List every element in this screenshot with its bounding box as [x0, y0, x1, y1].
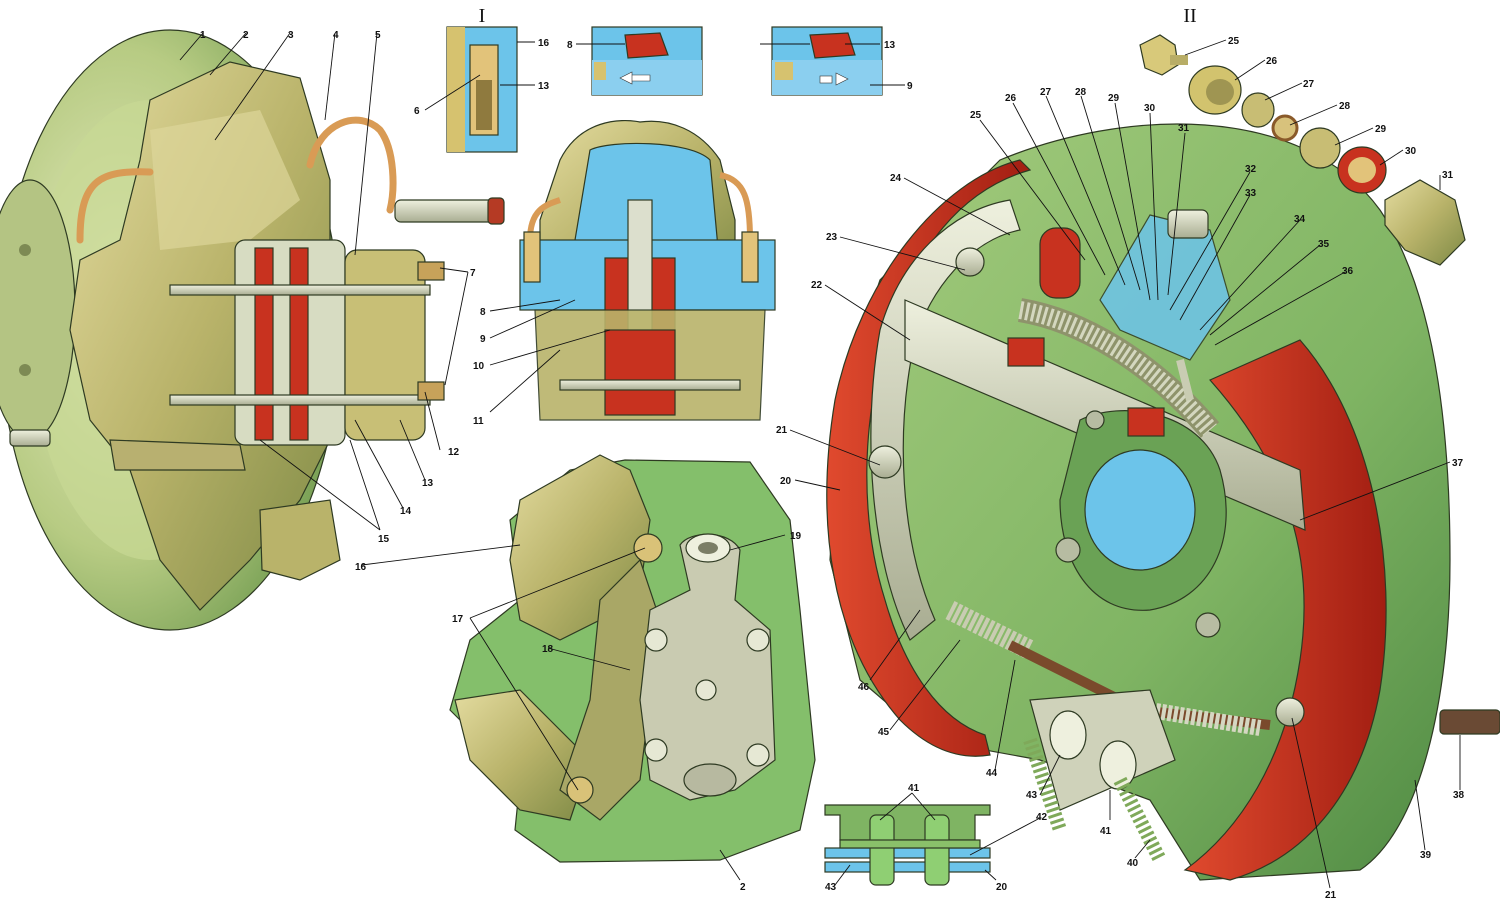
exploded-adjuster-parts: [1139, 34, 1466, 266]
hold-down-21a: [868, 445, 902, 479]
callout-label: 17: [452, 614, 464, 625]
drum-brake-assembly: [826, 123, 1500, 881]
caliper-cross-section: [519, 120, 776, 421]
callout-label: 37: [1452, 458, 1464, 469]
callout-label: 25: [970, 110, 982, 121]
steering-knuckle: [639, 533, 776, 801]
callout-label: 16: [538, 38, 550, 49]
callout-label: 8: [480, 307, 486, 318]
cable-end: [1439, 709, 1500, 735]
brake-pad-right: [289, 247, 309, 441]
hub-opening: [1084, 449, 1196, 571]
callout-label: 12: [448, 447, 460, 458]
callout-label: 44: [986, 768, 998, 779]
caliper-bracket-view: [449, 454, 816, 863]
brake-pipe: [76, 116, 397, 244]
view-title-view-2: II: [1183, 5, 1196, 27]
callout-label: 40: [1127, 858, 1139, 869]
callout-label: 41: [1100, 826, 1112, 837]
callout-label: 22: [811, 280, 823, 291]
callout-label: 24: [890, 173, 902, 184]
callout-label: 32: [1245, 164, 1257, 175]
callout-label: 13: [422, 478, 434, 489]
callout-label: 23: [826, 232, 838, 243]
callout-label: 10: [473, 361, 485, 372]
callout-label: 4: [333, 30, 339, 41]
callout-label: 35: [1318, 239, 1330, 250]
callout-label: 13: [884, 40, 896, 51]
callout-label: 21: [1325, 890, 1337, 901]
callout-label: 2: [243, 30, 249, 41]
callout-label: 30: [1405, 146, 1417, 157]
callout-label: 31: [1178, 123, 1190, 134]
callout-label: 36: [1342, 266, 1354, 277]
callout-label: 8: [567, 40, 573, 51]
callout-label: 38: [1453, 790, 1465, 801]
inset-1-boxes: [446, 26, 883, 153]
callout-label: 26: [1266, 56, 1278, 67]
callout-label: 31: [1442, 170, 1454, 181]
callout-label: 45: [878, 727, 890, 738]
callout-label: 7: [470, 268, 476, 279]
callout-label: 27: [1303, 79, 1315, 90]
callout-label: 9: [907, 81, 913, 92]
disc-brake-assembly: [0, 29, 505, 631]
callout-labels: 1 2 3 4 5 7 12 13 14 15 16 16 13 6 8 13 …: [200, 30, 1465, 901]
callout-label: 16: [355, 562, 367, 573]
callout-label: 20: [780, 476, 792, 487]
callout-label: 1: [200, 30, 206, 41]
callout-label: 25: [1228, 36, 1240, 47]
callout-label: 29: [1108, 93, 1120, 104]
callout-label: 14: [400, 506, 412, 517]
callout-label: 3: [288, 30, 294, 41]
callout-label: 28: [1075, 87, 1087, 98]
callout-label: 46: [858, 682, 870, 693]
callout-label: 43: [1026, 790, 1038, 801]
callout-label: 42: [1036, 812, 1048, 823]
callout-label: 5: [375, 30, 381, 41]
rear-shoe-lining: [1183, 339, 1387, 881]
brake-pad-left: [254, 247, 274, 441]
callout-label: 43: [825, 882, 837, 893]
callout-label: 28: [1339, 101, 1351, 112]
view-titles: I II: [479, 5, 1197, 27]
callout-label: 27: [1040, 87, 1052, 98]
callout-label: 6: [414, 106, 420, 117]
callout-label: 26: [1005, 93, 1017, 104]
leader-lines: [179, 32, 1461, 889]
callout-label: 9: [480, 334, 486, 345]
callout-label: 13: [538, 81, 550, 92]
callout-label: 21: [776, 425, 788, 436]
callout-label: 34: [1294, 214, 1306, 225]
callout-label: 11: [473, 416, 484, 427]
bolt-17a: [633, 533, 663, 563]
adjuster-section: [824, 804, 991, 886]
callout-label: 30: [1144, 103, 1156, 114]
callout-label: 20: [996, 882, 1008, 893]
view-title-inset-1: I: [479, 5, 486, 27]
callout-label: 39: [1420, 850, 1432, 861]
callout-label: 18: [542, 644, 554, 655]
callout-label: 33: [1245, 188, 1257, 199]
callout-label: 15: [378, 534, 390, 545]
hold-down-21b: [1275, 697, 1305, 727]
spring-7a: [417, 261, 445, 281]
bolt-17b: [566, 776, 594, 804]
callout-label: 29: [1375, 124, 1387, 135]
callout-label: 19: [790, 531, 802, 542]
callout-label: 2: [740, 882, 746, 893]
hose-fitting: [394, 199, 496, 223]
spring-7b: [417, 381, 445, 401]
callout-label: 41: [908, 783, 920, 794]
wheel-cylinder-blue: [1099, 214, 1231, 361]
